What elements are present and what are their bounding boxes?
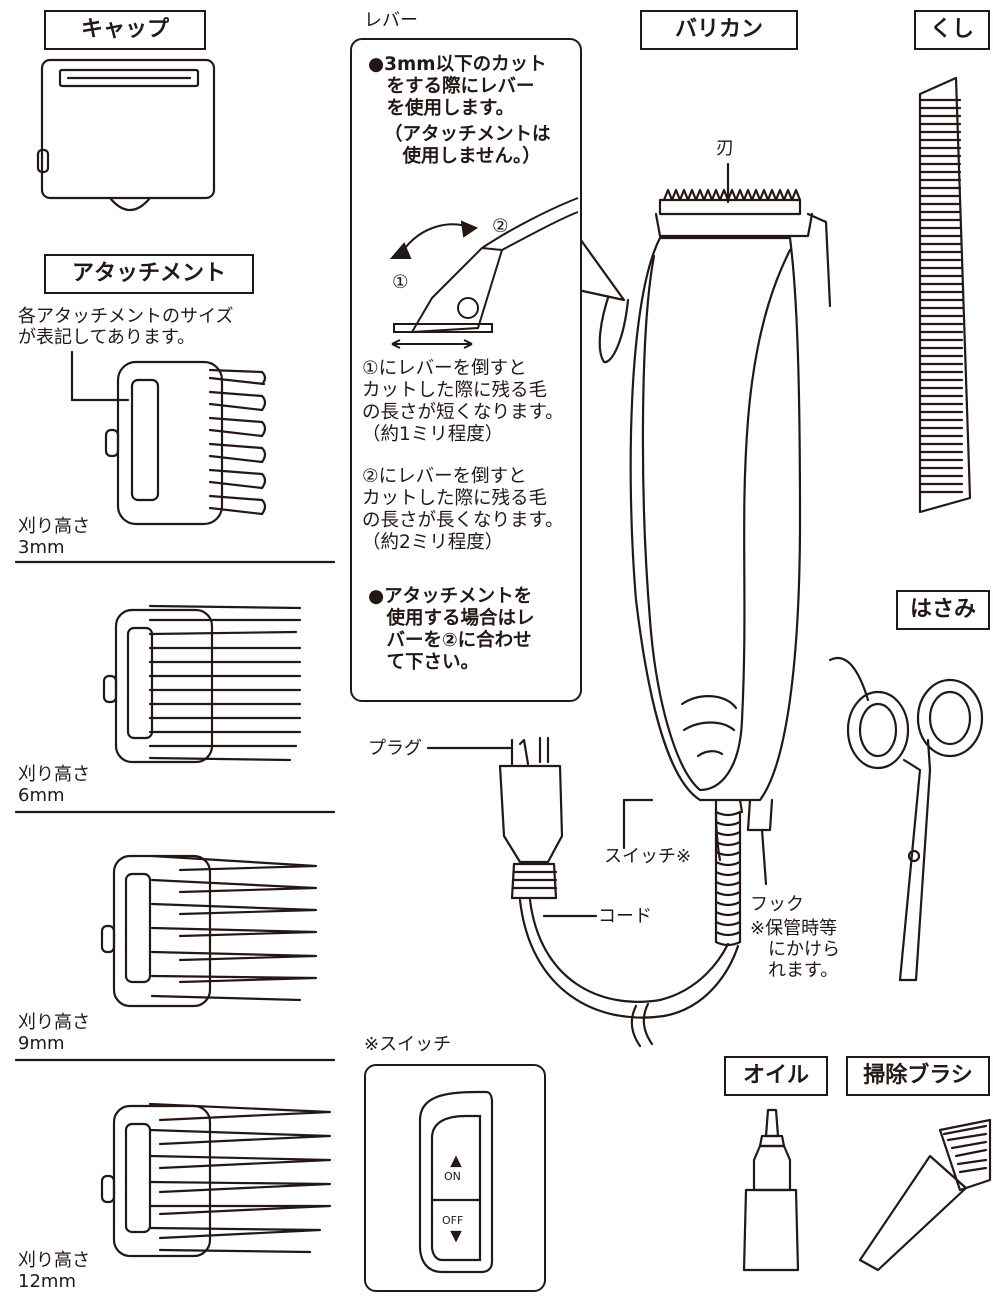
- switch-callout: スイッチ※: [604, 846, 692, 867]
- lever-number-2: ②: [492, 216, 509, 237]
- switch-on-label: ON: [444, 1170, 461, 1183]
- attachment-12mm-illustration: [100, 1102, 332, 1258]
- attachment-label: アタッチメント: [44, 254, 254, 294]
- size-caption-9mm: 刈り高さ 9mm: [18, 1012, 90, 1054]
- hook-note: ※保管時等 にかけら れます。: [750, 918, 840, 981]
- lever-callout: ●3mm以下のカット をする際にレバー を使用します。 （アタッチメントは 使用…: [350, 38, 582, 702]
- plug-illustration: [498, 736, 564, 900]
- oil-bottle-illustration: [742, 1108, 800, 1272]
- size-caption-3mm: 刈り高さ 3mm: [18, 516, 90, 558]
- lever-illustration: [389, 197, 579, 349]
- clipper-illustration: [598, 188, 832, 947]
- size-caption-12mm: 刈り高さ 12mm: [18, 1250, 90, 1292]
- attachment-note: 各アタッチメントのサイズ が表記してあります。: [18, 306, 234, 348]
- scissors-illustration: [828, 656, 984, 982]
- attachment-6mm-illustration: [102, 604, 302, 764]
- lever-title: レバー: [364, 10, 418, 31]
- scissors-label: はさみ: [896, 590, 990, 630]
- hook-callout: フック: [750, 894, 804, 915]
- cord-callout: コード: [598, 906, 652, 927]
- lever-bullet-1: ●3mm以下のカット をする際にレバー を使用します。: [368, 54, 547, 119]
- oil-label: オイル: [724, 1056, 828, 1096]
- comb-illustration: [918, 76, 972, 514]
- cord-illustration: [518, 898, 740, 1048]
- switch-detail-art: [418, 1090, 494, 1274]
- lever-bullet-1-paren: （アタッチメントは 使用しません。）: [384, 124, 551, 167]
- lever-bullet-2: ●アタッチメントを 使用する場合はレ バーを②に合わせ て下さい。: [368, 586, 535, 673]
- size-caption-6mm: 刈り高さ 6mm: [18, 764, 90, 806]
- brush-illustration: [858, 1118, 992, 1272]
- attachment-3mm-illustration: [104, 360, 267, 526]
- plug-callout: プラグ: [368, 738, 422, 759]
- lever-note-1: ①にレバーを倒すと カットした際に残る毛 の長さが短くなります。 （約1ミリ程度…: [362, 358, 564, 445]
- comb-label: くし: [914, 10, 990, 50]
- brush-label: 掃除ブラシ: [846, 1056, 990, 1096]
- lever-note-2: ②にレバーを倒すと カットした際に残る毛 の長さが長くなります。 （約2ミリ程度…: [362, 466, 564, 553]
- cap-illustration: [36, 58, 216, 212]
- switch-detail-title: ※スイッチ: [364, 1034, 452, 1055]
- clipper-label: バリカン: [640, 10, 798, 50]
- switch-off-label: OFF: [442, 1214, 464, 1227]
- blade-callout: 刃: [716, 138, 734, 159]
- switch-detail-box: ON OFF: [364, 1064, 546, 1292]
- lever-number-1: ①: [392, 272, 409, 293]
- attachment-9mm-illustration: [100, 854, 318, 1008]
- cap-label: キャップ: [44, 10, 206, 50]
